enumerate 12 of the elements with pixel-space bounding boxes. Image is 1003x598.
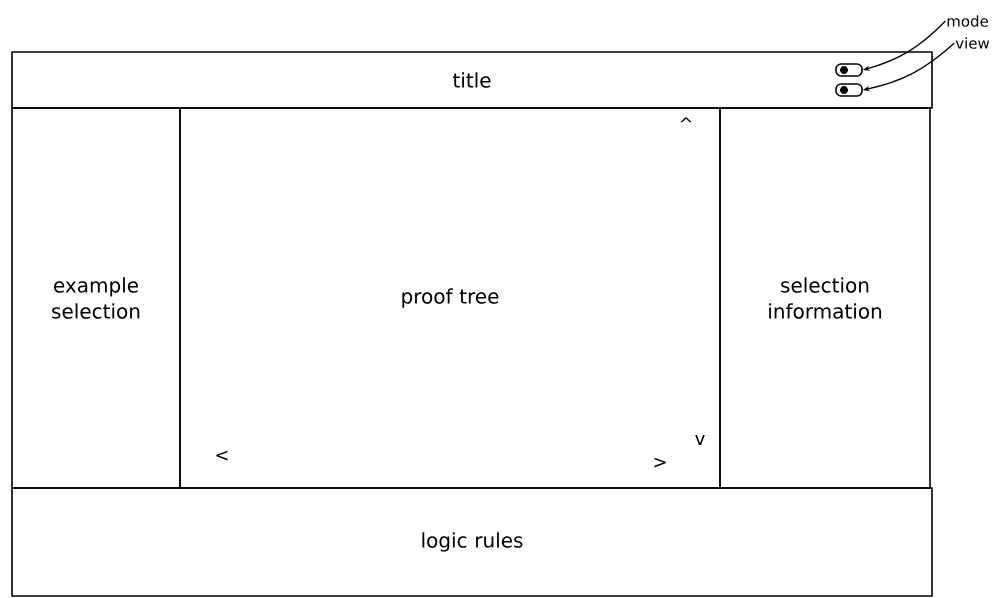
scroll-indicator: ^ — [680, 117, 692, 123]
side-panel: example selection — [11, 107, 181, 489]
toggle-switch — [835, 63, 863, 77]
title-bar: title — [11, 51, 933, 109]
callout-text: mode — [947, 15, 988, 27]
callout-text: view — [955, 37, 990, 49]
scroll-indicator: > — [654, 457, 666, 468]
side-panel: selection information — [719, 107, 931, 489]
scroll-indicator: v — [695, 435, 705, 445]
scroll-indicator: < — [216, 450, 228, 461]
toggle-switch — [835, 83, 863, 97]
bottom-panel: logic rules — [11, 487, 933, 597]
